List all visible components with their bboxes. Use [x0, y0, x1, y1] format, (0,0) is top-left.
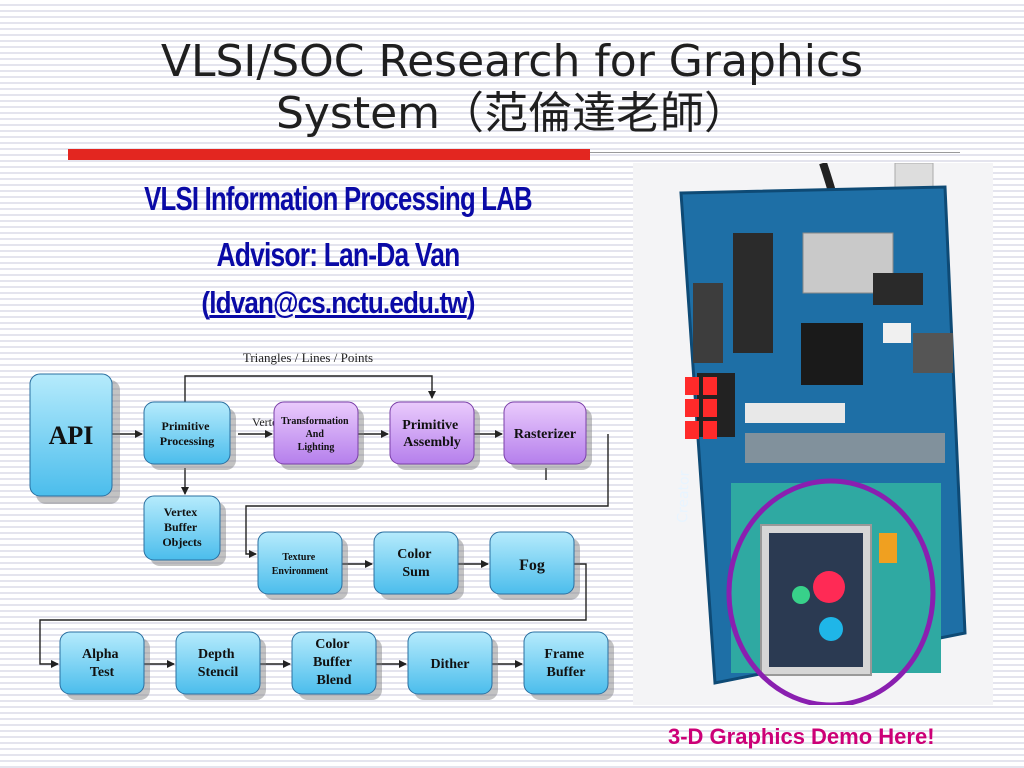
node-color-sum-line2: Sum	[402, 565, 430, 580]
node-fog: Fog	[489, 531, 580, 600]
advisor-email-link[interactable]: ldvan@cs.nctu.edu.tw	[209, 285, 467, 320]
svg-text:Transformation And: Transformation And Lighting	[281, 416, 351, 453]
node-dither: Dither	[407, 631, 498, 700]
node-api-label: API	[49, 421, 94, 450]
node-transformation-line3: Lighting	[298, 442, 335, 453]
node-api: API	[29, 373, 120, 504]
slide-title-line2: System（范倫達老師）	[275, 88, 749, 139]
node-fog-label: Fog	[519, 557, 545, 574]
node-cbb-line1: Color	[315, 637, 349, 652]
node-depth-stencil-line1: Depth	[198, 647, 235, 662]
triangles-lines-points-label: Triangles / Lines / Points	[243, 350, 373, 365]
node-primitive-processing-line2: Processing	[160, 434, 214, 448]
node-alpha-test: Alpha Test	[59, 631, 150, 700]
node-primitive-processing: Primitive Processing	[143, 401, 236, 470]
slide-title-line1: VLSI/SOC Research for Graphics	[160, 36, 864, 87]
node-primitive-processing-line1: Primitive	[162, 419, 211, 433]
demo-caption: 3-D Graphics Demo Here!	[668, 724, 935, 749]
svg-text:Primitive Assembly: Primitive Assembly	[402, 418, 461, 450]
node-cbb-line3: Blend	[316, 673, 351, 688]
node-vbo-line2: Buffer	[164, 520, 198, 534]
lab-name: VLSI Information Processing LAB	[144, 180, 533, 217]
svg-text:Color Buffer Blend: Color Buffer Blend	[313, 637, 355, 688]
node-primitive-assembly-line1: Primitive	[402, 418, 458, 433]
node-color-sum-line1: Color	[397, 547, 431, 562]
svg-text:Color Sum: Color Sum	[397, 547, 434, 580]
svg-text:Primitive Processing: Primitive Processing	[160, 419, 214, 448]
node-cbb-line2: Buffer	[313, 655, 352, 670]
node-primitive-assembly-line2: Assembly	[403, 435, 461, 450]
slide-title: VLSI/SOC Research for Graphics System（范倫…	[40, 36, 984, 140]
node-color-buffer-blend: Color Buffer Blend	[291, 631, 382, 700]
email-paren-open: (	[201, 285, 210, 320]
node-frame-buffer: Frame Buffer	[523, 631, 614, 700]
svg-text:Vertex Buffer Obje: Vertex Buffer Objects	[162, 505, 202, 549]
title-underline-red	[68, 149, 590, 160]
node-texture-line1: Texture	[282, 552, 315, 563]
node-vbo-line3: Objects	[162, 535, 202, 549]
node-alpha-test-line2: Test	[90, 665, 115, 680]
node-depth-stencil-line2: Stencil	[198, 665, 239, 680]
node-rasterizer: Rasterizer	[503, 401, 592, 470]
graphics-pipeline-diagram: Triangles / Lines / Points Vertex API Pr…	[29, 350, 614, 700]
node-alpha-test-line1: Alpha	[82, 647, 119, 662]
node-primitive-assembly: Primitive Assembly	[389, 401, 480, 470]
node-frame-buffer-line2: Buffer	[547, 665, 586, 680]
node-color-sum: Color Sum	[373, 531, 464, 600]
fpga-board-illustration: Creator	[633, 163, 993, 705]
fpga-board-photo: Creator	[633, 163, 993, 705]
advisor-name: Advisor: Lan-Da Van	[216, 236, 461, 273]
node-dither-label: Dither	[431, 657, 470, 672]
node-rasterizer-label: Rasterizer	[514, 427, 576, 442]
svg-text:Frame Buffer: Frame Buffer	[544, 647, 587, 680]
svg-text:Alpha Test: Alpha Test	[82, 647, 122, 680]
svg-text:Depth Stencil: Depth Stencil	[198, 647, 239, 680]
node-transformation-line2: And	[306, 429, 325, 440]
svg-text:Texture Environment: Texture Environment	[272, 552, 329, 577]
node-frame-buffer-line1: Frame	[544, 647, 584, 662]
advisor-email-line: (ldvan@cs.nctu.edu.tw)	[69, 285, 607, 321]
node-vbo-line1: Vertex	[164, 505, 198, 519]
title-underline-gray	[590, 152, 960, 153]
node-depth-stencil: Depth Stencil	[175, 631, 266, 700]
board-brand-label: Creator	[675, 470, 693, 523]
node-texture-line2: Environment	[272, 566, 329, 577]
node-transformation-line1: Transformation	[281, 416, 349, 427]
node-vertex-buffer-objects: Vertex Buffer Objects	[143, 495, 226, 566]
node-transformation-lighting: Transformation And Lighting	[273, 401, 364, 470]
node-texture-environment: Texture Environment	[257, 531, 348, 600]
email-paren-close: )	[466, 285, 476, 320]
